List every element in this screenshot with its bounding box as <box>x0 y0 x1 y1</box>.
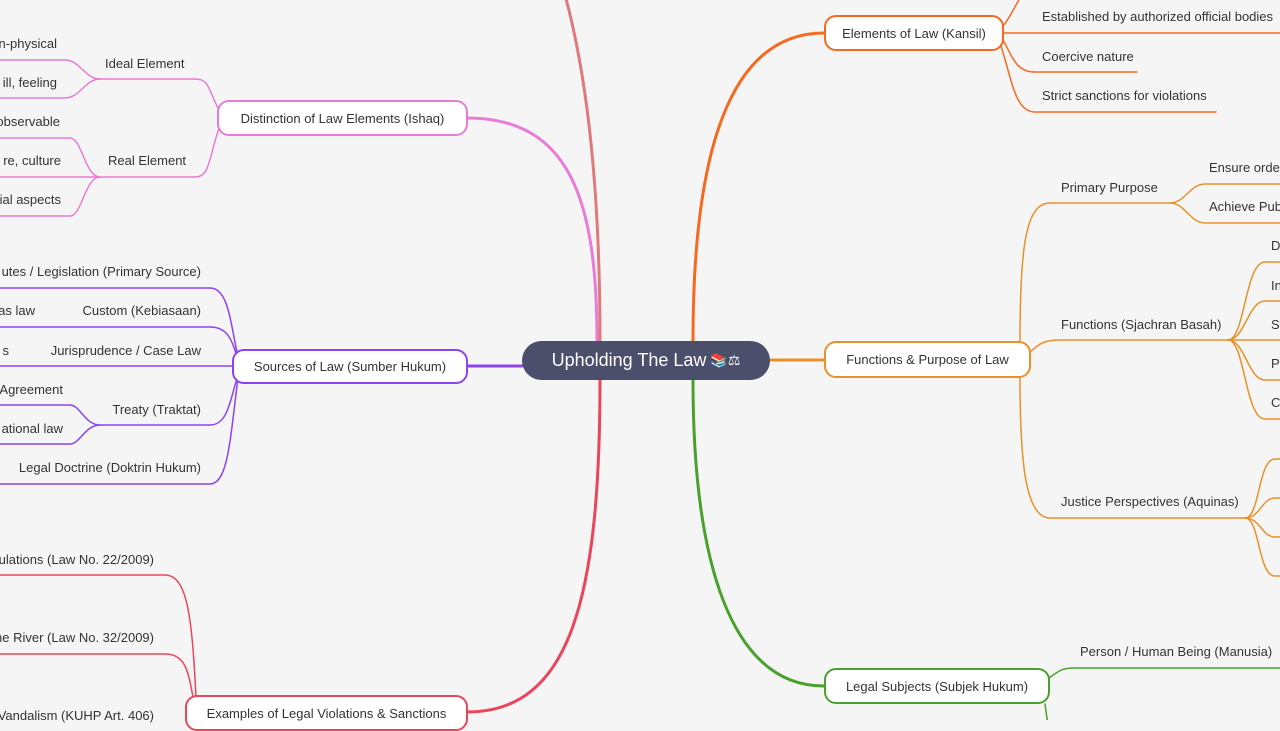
node-examples[interactable]: Examples of Legal Violations & Sanctions <box>185 695 468 731</box>
node-label: Functions & Purpose of Law <box>846 352 1009 367</box>
topic-example[interactable]: ne River (Law No. 32/2009) <box>0 630 154 645</box>
topic-example[interactable]: ulations (Law No. 22/2009) <box>0 552 154 567</box>
subtopic[interactable]: Agreement <box>0 382 63 397</box>
subtopic[interactable]: D <box>1271 238 1280 253</box>
node-functions[interactable]: Functions & Purpose of Law <box>824 341 1031 378</box>
topic-person[interactable]: Person / Human Being (Manusia) <box>1080 644 1273 659</box>
node-sources[interactable]: Sources of Law (Sumber Hukum) <box>232 349 468 384</box>
subtopic[interactable]: ill, feeling <box>2 75 57 90</box>
topic-primary-purpose[interactable]: Primary Purpose <box>1061 180 1158 195</box>
subtopic[interactable]: observable <box>0 114 60 129</box>
subtopic[interactable]: n-physical <box>0 36 57 51</box>
subtopic[interactable]: Ensure orde <box>1209 160 1280 175</box>
books-scales-icon: 📚⚖ <box>710 352 741 368</box>
link-examples <box>465 378 602 714</box>
node-label: Elements of Law (Kansil) <box>842 25 986 41</box>
topic[interactable]: Coercive nature <box>1042 49 1134 64</box>
link-top-offscreen <box>564 0 602 343</box>
topic-jurisprudence[interactable]: Jurisprudence / Case Law <box>50 343 201 358</box>
root-node[interactable]: Upholding The Law 📚⚖ <box>522 341 770 380</box>
subtopic[interactable]: Pe <box>1271 356 1280 371</box>
node-elements[interactable]: Elements of Law (Kansil) <box>824 15 1004 51</box>
node-distinction[interactable]: Distinction of Law Elements (Ishaq) <box>217 100 468 136</box>
subtopic[interactable]: St <box>1271 317 1280 332</box>
node-label: Distinction of Law Elements (Ishaq) <box>240 110 445 126</box>
link-distinction <box>465 116 599 343</box>
subtopic[interactable]: as law <box>0 303 35 318</box>
subtopic[interactable]: ational law <box>1 421 63 436</box>
link-elements <box>691 31 826 343</box>
topic-custom[interactable]: Custom (Kebiasaan) <box>82 303 202 318</box>
node-label: Legal Subjects (Subjek Hukum) <box>845 678 1029 694</box>
link-subjects <box>691 378 826 688</box>
topic-example[interactable]: Vandalism (KUHP Art. 406) <box>0 708 154 723</box>
subtopic[interactable]: In <box>1271 278 1280 293</box>
topic-sjachran[interactable]: Functions (Sjachran Basah) <box>1061 317 1222 332</box>
topic-justice[interactable]: Justice Perspectives (Aquinas) <box>1061 494 1239 509</box>
node-label: Examples of Legal Violations & Sanctions <box>206 705 447 721</box>
subtopic[interactable]: Ca <box>1271 395 1280 410</box>
topic-ideal-element[interactable]: Ideal Element <box>105 56 185 71</box>
topic-doctrine[interactable]: Legal Doctrine (Doktrin Hukum) <box>18 460 201 475</box>
topic-treaty[interactable]: Treaty (Traktat) <box>112 402 201 417</box>
topic[interactable]: Established by authorized official bodie… <box>1042 9 1274 24</box>
topic[interactable]: Strict sanctions for violations <box>1042 88 1207 103</box>
topic-real-element[interactable]: Real Element <box>108 153 187 168</box>
subtopic[interactable]: ial aspects <box>0 192 61 207</box>
node-subjects[interactable]: Legal Subjects (Subjek Hukum) <box>824 668 1050 704</box>
topic-statutes[interactable]: utes / Legislation (Primary Source) <box>1 264 201 279</box>
root-title: Upholding The Law <box>551 350 707 370</box>
subtopic[interactable]: s <box>2 343 10 358</box>
node-label: Sources of Law (Sumber Hukum) <box>253 359 447 374</box>
subtopic[interactable]: re, culture <box>3 153 61 168</box>
subtopic[interactable]: Achieve Pub <box>1209 199 1280 214</box>
